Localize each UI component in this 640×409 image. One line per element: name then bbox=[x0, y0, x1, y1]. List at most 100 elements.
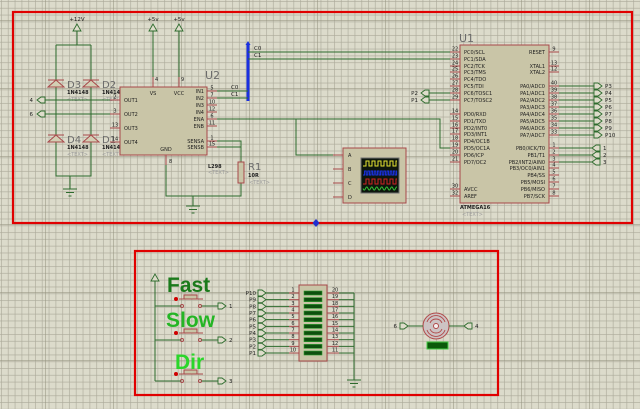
pin-number: 1 bbox=[291, 288, 294, 294]
power-terminal[interactable]: +5v bbox=[147, 17, 159, 32]
button-caption: Slow bbox=[166, 309, 216, 332]
terminal-ledbar-p1[interactable]: P1 bbox=[249, 349, 267, 357]
terminal-motor-6[interactable]: 6 bbox=[394, 322, 409, 330]
pin-number: 38 bbox=[551, 95, 557, 101]
dc-motor[interactable] bbox=[422, 312, 450, 350]
ground-symbol[interactable] bbox=[347, 379, 361, 388]
terminal-pb-2[interactable]: 2 bbox=[591, 151, 607, 159]
terminal-arrow-right-icon bbox=[257, 309, 267, 317]
led-segment bbox=[303, 317, 323, 322]
terminal-ledbar-p8[interactable]: P8 bbox=[249, 302, 267, 310]
ground-symbol[interactable] bbox=[63, 188, 77, 197]
selection-box-driver-circuit[interactable] bbox=[11, 10, 634, 225]
led-segment bbox=[303, 310, 323, 316]
pin-number: 3 bbox=[113, 109, 116, 115]
wire-ena-pwm[interactable] bbox=[217, 118, 450, 149]
power-terminal[interactable] bbox=[150, 273, 160, 282]
terminal-label: P5 bbox=[249, 324, 256, 330]
terminal-p10[interactable]: P10 bbox=[593, 131, 616, 139]
wire-gnd-return[interactable] bbox=[165, 165, 242, 197]
pin-number: 11 bbox=[209, 121, 215, 127]
text-placeholder: <TEXT> bbox=[208, 170, 229, 176]
terminal-p6[interactable]: P6 bbox=[593, 103, 612, 111]
button-press-indicator[interactable] bbox=[174, 297, 178, 301]
terminal-arrow-right-icon bbox=[593, 117, 603, 125]
l298-driver-u2[interactable]: 2OUT13OUT213OUT314OUT45IN17IN210IN312IN4… bbox=[110, 69, 229, 176]
terminal-p8[interactable]: P8 bbox=[593, 117, 612, 125]
terminal-out1[interactable]: 4 bbox=[30, 96, 46, 104]
pin-number: 10 bbox=[290, 348, 296, 354]
wire-sensa[interactable] bbox=[217, 140, 242, 162]
pin-number: 15 bbox=[332, 321, 338, 327]
terminal-p3[interactable]: P3 bbox=[593, 82, 612, 90]
terminal-button-1[interactable]: 1 bbox=[217, 302, 233, 310]
atmega16-mcu-u1[interactable]: 22PC0/SCL23PC1/SDA24PC2/TCK25PC3/TMS26PC… bbox=[450, 32, 559, 218]
terminal-p4[interactable]: P4 bbox=[593, 89, 612, 97]
pin-number: 5 bbox=[291, 314, 294, 320]
terminal-p1[interactable]: P1 bbox=[411, 96, 430, 104]
button-press-indicator[interactable] bbox=[174, 372, 178, 376]
wire-scope-a[interactable] bbox=[295, 119, 333, 156]
terminal-ledbar-p5[interactable]: P5 bbox=[249, 322, 267, 330]
pin-name: PD4/OC1B bbox=[464, 139, 490, 145]
terminal-button-2[interactable]: 2 bbox=[217, 336, 233, 344]
pin-number: 22 bbox=[452, 47, 458, 53]
terminal-ledbar-p4[interactable]: P4 bbox=[249, 329, 267, 337]
terminal-ledbar-p10[interactable]: P10 bbox=[246, 289, 267, 297]
push-button-slow[interactable]: Slow bbox=[166, 309, 216, 342]
led-segment bbox=[303, 330, 323, 336]
scope-trace-b bbox=[363, 170, 398, 176]
power-terminal[interactable]: +5v bbox=[173, 17, 185, 32]
pin-number: 1 bbox=[552, 143, 555, 149]
pin-number: 25 bbox=[452, 67, 458, 73]
terminal-motor-4[interactable]: 4 bbox=[463, 322, 479, 330]
resistor-icon bbox=[237, 161, 245, 184]
ic-body bbox=[119, 86, 208, 156]
terminal-p2[interactable]: P2 bbox=[411, 89, 430, 97]
push-button-fast[interactable]: Fast bbox=[167, 274, 210, 308]
button-press-indicator[interactable] bbox=[174, 331, 178, 335]
terminal-arrow-right-icon bbox=[593, 96, 603, 104]
terminal-pb-1[interactable]: 1 bbox=[591, 144, 607, 152]
motor-winding-icon bbox=[426, 315, 446, 337]
terminal-ledbar-p2[interactable]: P2 bbox=[249, 342, 267, 350]
ground-symbol[interactable] bbox=[186, 205, 200, 214]
selection-box-input-circuit[interactable] bbox=[133, 249, 500, 397]
terminal-p7[interactable]: P7 bbox=[593, 110, 612, 118]
component-value: 1N4148 bbox=[102, 145, 124, 151]
terminal-button-3[interactable]: 3 bbox=[217, 377, 233, 385]
terminal-ledbar-p7[interactable]: P7 bbox=[249, 309, 267, 317]
origin-marker-icon[interactable] bbox=[312, 219, 320, 227]
pin-number: 16 bbox=[452, 123, 458, 129]
component-ref: U2 bbox=[205, 69, 220, 82]
wire-diode-bridge[interactable] bbox=[55, 45, 92, 177]
pin-number: 13 bbox=[551, 61, 557, 67]
led-segment bbox=[303, 344, 323, 349]
terminal-ledbar-p6[interactable]: P6 bbox=[249, 316, 267, 324]
terminal-label: 2 bbox=[229, 338, 233, 344]
terminal-p5[interactable]: P5 bbox=[593, 96, 612, 104]
terminal-ledbar-p3[interactable]: P3 bbox=[249, 336, 267, 344]
push-button-dir[interactable]: Dir bbox=[174, 351, 204, 383]
pin-number: 35 bbox=[551, 116, 557, 122]
scope-channel-label: B bbox=[348, 167, 352, 173]
pin-name: PD5/OC1A bbox=[464, 146, 490, 152]
terminal-out2[interactable]: 6 bbox=[30, 110, 46, 118]
terminal-pb-3[interactable]: 3 bbox=[591, 158, 607, 166]
terminal-p9[interactable]: P9 bbox=[593, 124, 612, 132]
pin-number: 40 bbox=[551, 81, 557, 87]
pin-name: PD3/INT1 bbox=[464, 132, 487, 138]
power-terminal[interactable]: +12V bbox=[69, 17, 85, 32]
led-segment bbox=[303, 297, 323, 302]
power-arrow-icon bbox=[174, 23, 184, 32]
button-cap-icon bbox=[183, 369, 198, 375]
terminal-ledbar-p9[interactable]: P9 bbox=[249, 296, 267, 304]
